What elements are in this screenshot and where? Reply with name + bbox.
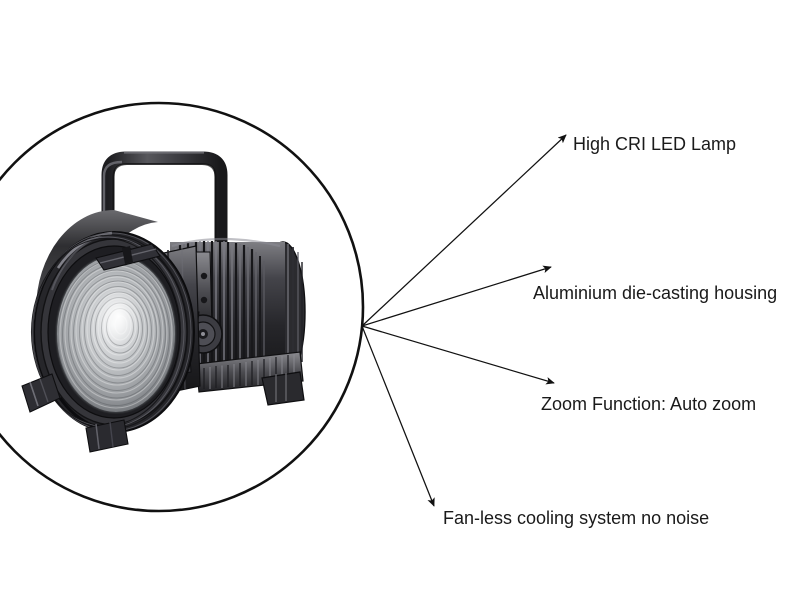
accessory-clamp: [95, 243, 161, 271]
yoke-bracket: [101, 151, 228, 320]
fresnel-lens: [55, 254, 177, 414]
callout-line-aluminium-die-casting-housing: [361, 265, 552, 327]
callout-label-aluminium-die-casting-housing: Aluminium die-casting housing: [533, 283, 777, 303]
callout-line-fan-less-cooling-system-no-noise: [361, 325, 435, 507]
safety-clamp: [21, 373, 129, 453]
callout-label-zoom-function-auto-zoom: Zoom Function: Auto zoom: [541, 394, 756, 414]
callout-lines: [361, 134, 567, 507]
product-photo-group: [0, 101, 365, 513]
fresnel-spotlight-product: [21, 151, 306, 453]
callout-line-high-cri-led-lamp: [361, 134, 567, 327]
lens-barrel: [30, 210, 195, 433]
callout-label-fan-less-cooling-system-no-noise: Fan-less cooling system no noise: [443, 508, 709, 528]
callout-label-high-cri-led-lamp: High CRI LED Lamp: [573, 134, 736, 154]
callout-line-zoom-function-auto-zoom: [361, 325, 555, 385]
callout-labels: High CRI LED Lamp Aluminium die-casting …: [443, 134, 777, 528]
